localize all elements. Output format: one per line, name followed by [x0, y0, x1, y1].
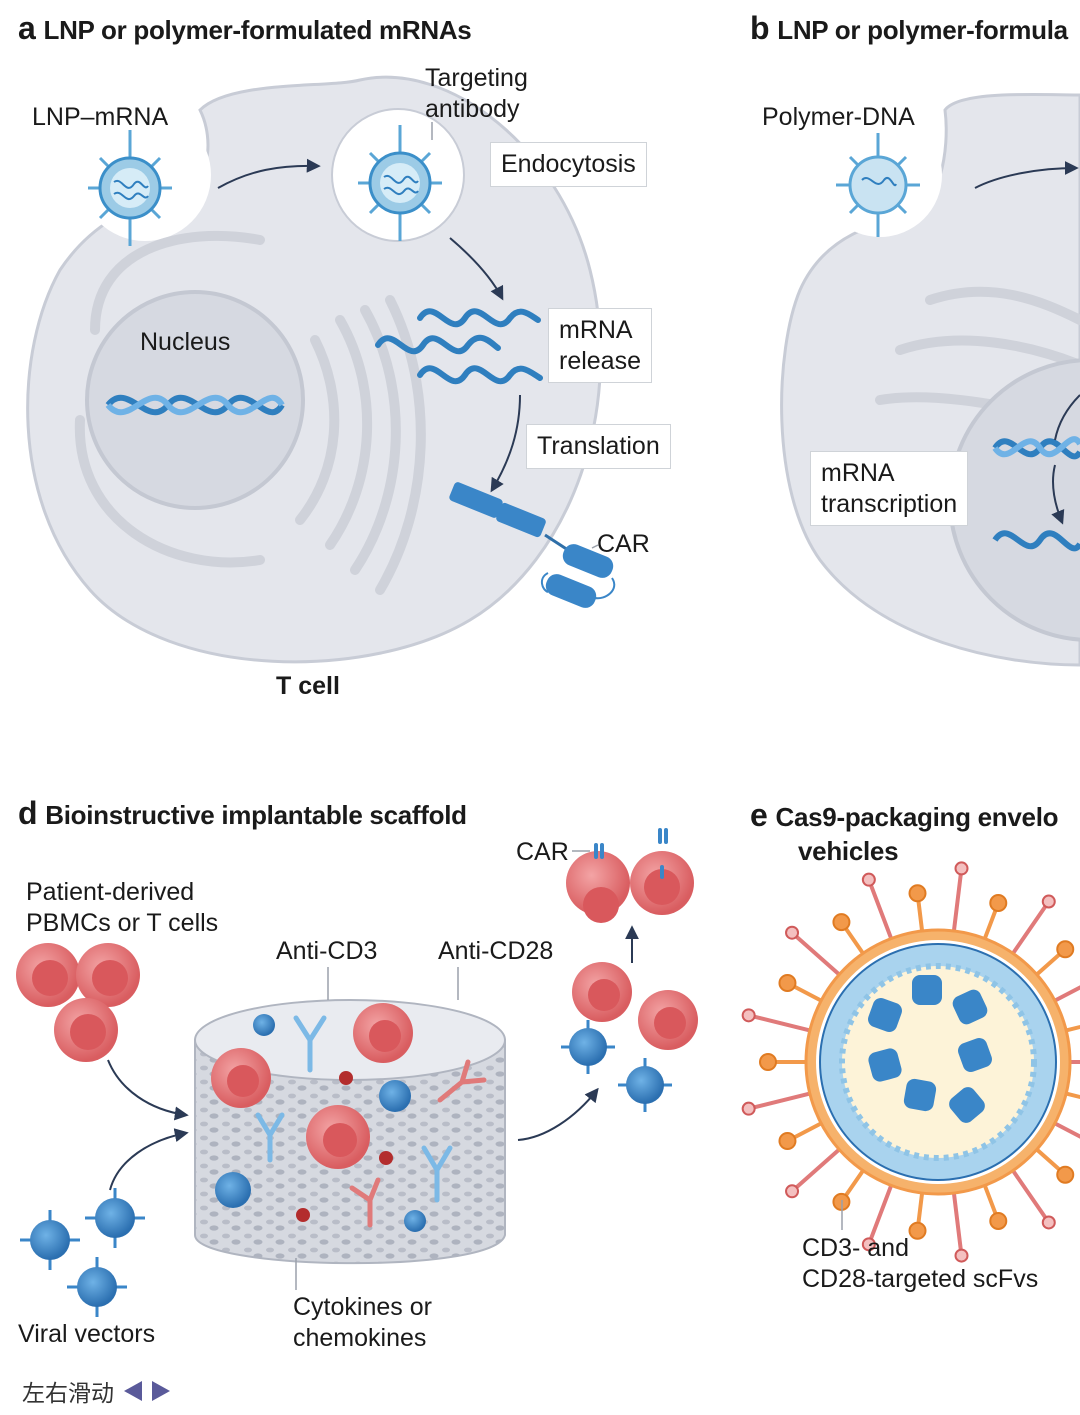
panel-b-artwork — [780, 92, 1080, 667]
mrna-strands — [375, 308, 543, 385]
car-label-a: CAR — [597, 530, 650, 558]
panel-d-letter: d — [18, 795, 38, 831]
cytokines-line1: Cytokines or — [293, 1293, 432, 1321]
scfv-head — [1041, 894, 1056, 909]
panel-b-letter: b — [750, 10, 770, 46]
car-label-d: CAR — [516, 838, 569, 866]
polymer-dna-particle — [836, 133, 920, 237]
panel-d-artwork — [16, 828, 698, 1317]
swipe-hint[interactable]: 左右滑动 — [22, 1374, 170, 1408]
targeting-label-line1: Targeting — [425, 64, 528, 92]
mrna-transcription-label: mRNA transcription — [810, 451, 969, 526]
scfv-head — [861, 872, 876, 887]
envelope-head — [778, 1132, 797, 1151]
lnp-mrna-label: LNP–mRNA — [32, 103, 169, 131]
viral-vector-group — [20, 1188, 145, 1317]
scfv-head — [861, 1237, 876, 1252]
translation-label: Translation — [526, 424, 671, 469]
envelope-head — [908, 1221, 927, 1240]
lnp-particle-right — [358, 125, 442, 241]
nucleus-dna — [105, 394, 285, 416]
transcription-line1: mRNA — [821, 459, 895, 487]
scfv-line2: CD28-targeted scFvs — [802, 1264, 1039, 1293]
lnp-particle-left — [88, 130, 172, 246]
scfv-head — [785, 1184, 800, 1199]
car-receptor — [449, 482, 616, 608]
panel-e-artwork — [741, 861, 1080, 1263]
anti-cd28-label: Anti-CD28 — [438, 937, 554, 965]
targeting-antibody-label: Targeting antibody — [425, 63, 528, 124]
scfv-spike — [1010, 899, 1051, 956]
envelope-head — [759, 1053, 777, 1071]
viral-vectors-label: Viral vectors — [18, 1320, 156, 1348]
anti-cd3-label: Anti-CD3 — [276, 937, 378, 965]
panel-a-title-text: LNP or polymer-formulated mRNAs — [43, 15, 472, 45]
scfv-label: CD3- and CD28-targeted scFvs — [802, 1233, 1038, 1294]
scfv-head — [954, 1248, 969, 1263]
scfv-spike — [1010, 1168, 1051, 1225]
cas9-proteins — [868, 975, 992, 1123]
scaffold — [194, 999, 506, 1265]
scfv-head — [1041, 1215, 1056, 1230]
envelope-spike — [1064, 1091, 1080, 1100]
scfv-spike — [866, 877, 894, 941]
scfv-head — [741, 1008, 756, 1023]
t-cell-label: T cell — [276, 672, 340, 700]
scfv-head — [741, 1101, 756, 1116]
scfv-spike — [951, 866, 964, 933]
scfv-spike — [746, 1013, 812, 1033]
scfv-line1: CD3- and — [802, 1234, 909, 1262]
polymer-dna-label: Polymer-DNA — [762, 103, 915, 131]
scfv-spike — [951, 1191, 964, 1258]
mrna-release-line1: mRNA — [559, 316, 633, 344]
scfv-head — [785, 925, 800, 940]
transcription-line2: transcription — [821, 489, 958, 518]
envelope-head — [989, 894, 1008, 913]
endocytosis-label: Endocytosis — [490, 142, 647, 187]
panel-e-title-line1: Cas9-packaging envelo — [775, 802, 1059, 832]
envelope-head — [778, 973, 797, 992]
scfv-head — [954, 861, 969, 876]
envelope-head — [832, 913, 851, 932]
cytokines-label: Cytokines or chemokines — [293, 1292, 432, 1353]
patient-derived-label: Patient-derived PBMCs or T cells — [26, 877, 218, 938]
envelope-head — [908, 884, 927, 903]
scfv-spike — [866, 1183, 894, 1247]
scfv-spike — [790, 930, 842, 977]
swipe-left-icon[interactable] — [124, 1381, 142, 1401]
patient-line2: PBMCs or T cells — [26, 908, 219, 937]
nucleus-label: Nucleus — [140, 328, 231, 356]
swipe-right-icon[interactable] — [152, 1381, 170, 1401]
scfv-spike — [746, 1091, 812, 1111]
cytokines-line2: chemokines — [293, 1323, 427, 1352]
envelope-head — [1056, 1165, 1075, 1184]
targeting-label-line2: antibody — [425, 94, 520, 123]
panel-e-letter: e — [750, 797, 768, 833]
envelope-head — [1056, 940, 1075, 959]
scfv-spike — [790, 1147, 842, 1194]
swipe-text: 左右滑动 — [22, 1380, 114, 1406]
panel-d-title-text: Bioinstructive implantable scaffold — [45, 800, 467, 830]
panel-e-title-line2: vehicles — [798, 836, 899, 866]
patient-line1: Patient-derived — [26, 878, 195, 906]
panel-a-artwork — [26, 75, 616, 664]
mrna-release-label: mRNA release — [548, 308, 652, 383]
panel-a-letter: a — [18, 10, 36, 46]
envelope-spike — [1064, 1024, 1080, 1033]
mrna-release-line2: release — [559, 346, 641, 375]
scfv-spike — [1052, 985, 1080, 1003]
scfv-spike — [1052, 1121, 1080, 1139]
panel-b-title-text: LNP or polymer-formula — [777, 15, 1068, 45]
envelope-head — [989, 1211, 1008, 1230]
